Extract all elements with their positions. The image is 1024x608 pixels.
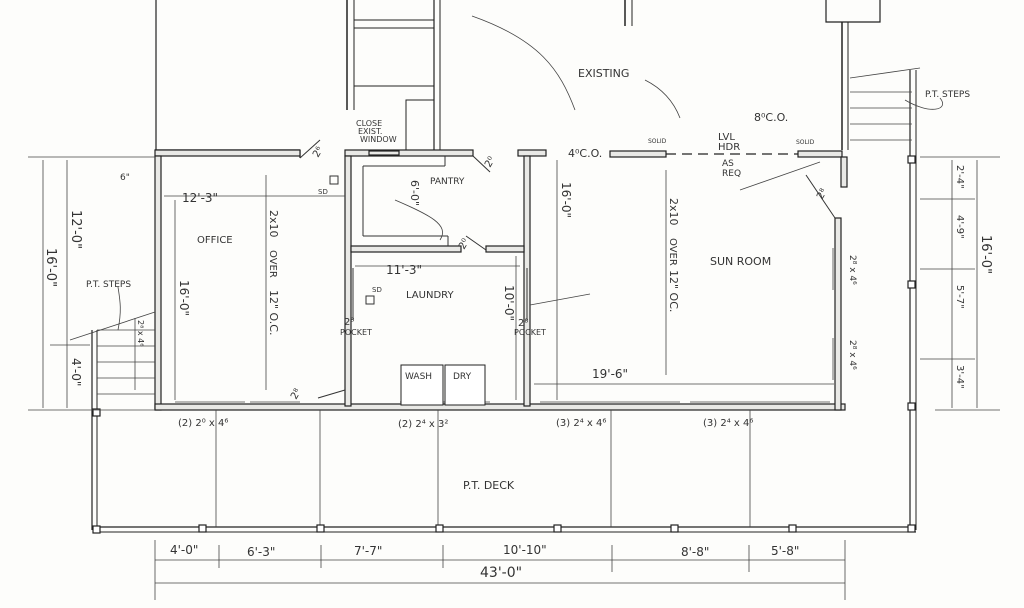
dim-bottom-2: 6'-3" <box>247 545 275 559</box>
note-exist: EXIST. <box>358 127 382 136</box>
office-joist-over: OVER <box>267 250 278 278</box>
note-as: AS <box>722 159 734 169</box>
note-sd-2: SD <box>372 286 382 294</box>
note-req: REQ <box>722 169 741 179</box>
window-sun-right-1: 2⁸ x 4⁶ <box>847 255 857 285</box>
sun-joist-spacing: 12" OC. <box>667 270 680 312</box>
addition-walls <box>154 149 848 411</box>
doors <box>299 139 836 399</box>
door-2-8-pocket-2: 2⁸ <box>518 318 528 329</box>
dim-right-total: 16'-0" <box>978 235 993 274</box>
room-sun-room: SUN ROOM <box>710 255 771 268</box>
appliances: WASH DRY <box>400 364 486 406</box>
dim-left-upper: 12'-0" <box>68 210 83 249</box>
note-pocket-1: POCKET <box>340 328 372 337</box>
opening-sizes: (2) 2⁰ x 4⁶ (2) 2⁴ x 3² (3) 2⁴ x 4⁶ (3) … <box>136 145 857 430</box>
door-2-8-office: 2⁸ <box>289 387 304 401</box>
dim-overall-width: 43'-0" <box>480 565 522 581</box>
dim-office-depth: 16'-0" <box>177 280 191 316</box>
dim-bottom-1: 4'-0" <box>170 543 198 557</box>
dimension-lines <box>28 15 1000 600</box>
dryer-label: DRY <box>453 372 472 382</box>
smoke-detector-icon <box>365 295 375 305</box>
door-2-0-a: 2⁰ <box>483 155 498 169</box>
note-close: CLOSE <box>356 119 382 128</box>
window-stair-left: 2⁸ x 4⁶ <box>136 320 145 346</box>
sun-joist-over: OVER <box>667 238 678 266</box>
dim-bottom-5: 8'-8" <box>681 545 709 559</box>
dim-left-lower: 4'-0" <box>69 358 83 386</box>
office-joist-spacing: 12" O.C. <box>267 290 280 335</box>
door-2-8-sun: 2⁸ <box>815 187 830 201</box>
note-solid-2: SOLID <box>796 139 815 146</box>
note-steps-right: P.T. STEPS <box>925 90 970 100</box>
room-labels: OFFICE PANTRY LAUNDRY SUN ROOM P.T. DECK <box>197 177 771 492</box>
washer-label: WASH <box>405 372 432 382</box>
window-sun-2: (3) 2⁴ x 4⁶ <box>703 418 753 429</box>
deck <box>92 155 917 534</box>
note-hdr: HDR <box>718 142 740 153</box>
dim-office-width: 12'-3" <box>182 191 218 205</box>
dim-laundry-width: 11'-3" <box>386 263 422 277</box>
room-laundry: LAUNDRY <box>406 290 454 301</box>
dim-sun-width: 19'-6" <box>592 367 628 381</box>
dim-right-seg-1: 2'-4" <box>954 165 965 189</box>
stairs-right <box>849 67 921 160</box>
note-existing: EXISTING <box>578 67 629 80</box>
note-8co: 8⁰C.O. <box>754 111 788 124</box>
dim-bottom-6: 5'-8" <box>771 544 799 558</box>
stairs-left <box>69 311 156 530</box>
existing-structure <box>155 0 881 158</box>
dim-right-seg-3: 5'-7" <box>954 285 965 309</box>
note-solid-1: SOLID <box>648 138 667 145</box>
dim-right-seg-4: 3'-4" <box>954 365 965 389</box>
dim-right-seg-2: 4'-9" <box>954 215 965 239</box>
note-sd-1: SD <box>318 188 328 196</box>
note-4co: 4⁰C.O. <box>568 147 602 160</box>
note-lvl: LVL <box>718 132 735 143</box>
dim-pantry-depth: 6'-0" <box>408 180 421 206</box>
window-office: (2) 2⁰ x 4⁶ <box>178 418 228 429</box>
smoke-detector-icon <box>329 175 339 185</box>
deck-posts <box>92 155 916 534</box>
room-pantry: PANTRY <box>430 177 465 187</box>
room-office: OFFICE <box>197 235 233 246</box>
office-joist-size: 2x10 <box>267 210 280 238</box>
window-sun-right-2: 2⁸ x 4⁶ <box>847 340 857 370</box>
note-steps-left: P.T. STEPS <box>86 280 131 290</box>
framing-labels: 2x10 OVER 12" O.C. 2x10 OVER 12" OC. <box>267 198 680 335</box>
window-laundry: (2) 2⁴ x 3² <box>398 419 448 430</box>
sun-joist-size: 2x10 <box>667 198 680 226</box>
annotations: EXISTING CLOSE EXIST. WINDOW P.T. STEPS … <box>86 67 970 337</box>
dim-offset-6: 6" <box>120 173 130 183</box>
dim-laundry-depth: 10'-0" <box>502 285 516 321</box>
note-pocket-2: POCKET <box>514 328 546 337</box>
dim-bottom-3: 7'-7" <box>354 544 382 558</box>
dim-left-total: 16'-0" <box>43 248 58 287</box>
note-window: WINDOW <box>360 135 397 144</box>
door-2-6: 2⁶ <box>311 145 326 159</box>
window-sun-1: (3) 2⁴ x 4⁶ <box>556 418 606 429</box>
door-2-0-b: 2⁰ <box>457 237 472 251</box>
dim-bottom-4: 10'-10" <box>503 543 547 557</box>
dim-sun-depth: 16'-0" <box>559 182 573 218</box>
room-deck: P.T. DECK <box>463 479 515 492</box>
door-2-8-pocket-1: 2⁸ <box>344 317 354 328</box>
dimension-labels: 12'-3" 16'-0" 11'-3" 10'-0" 6'-0" 16'-0"… <box>43 165 993 581</box>
